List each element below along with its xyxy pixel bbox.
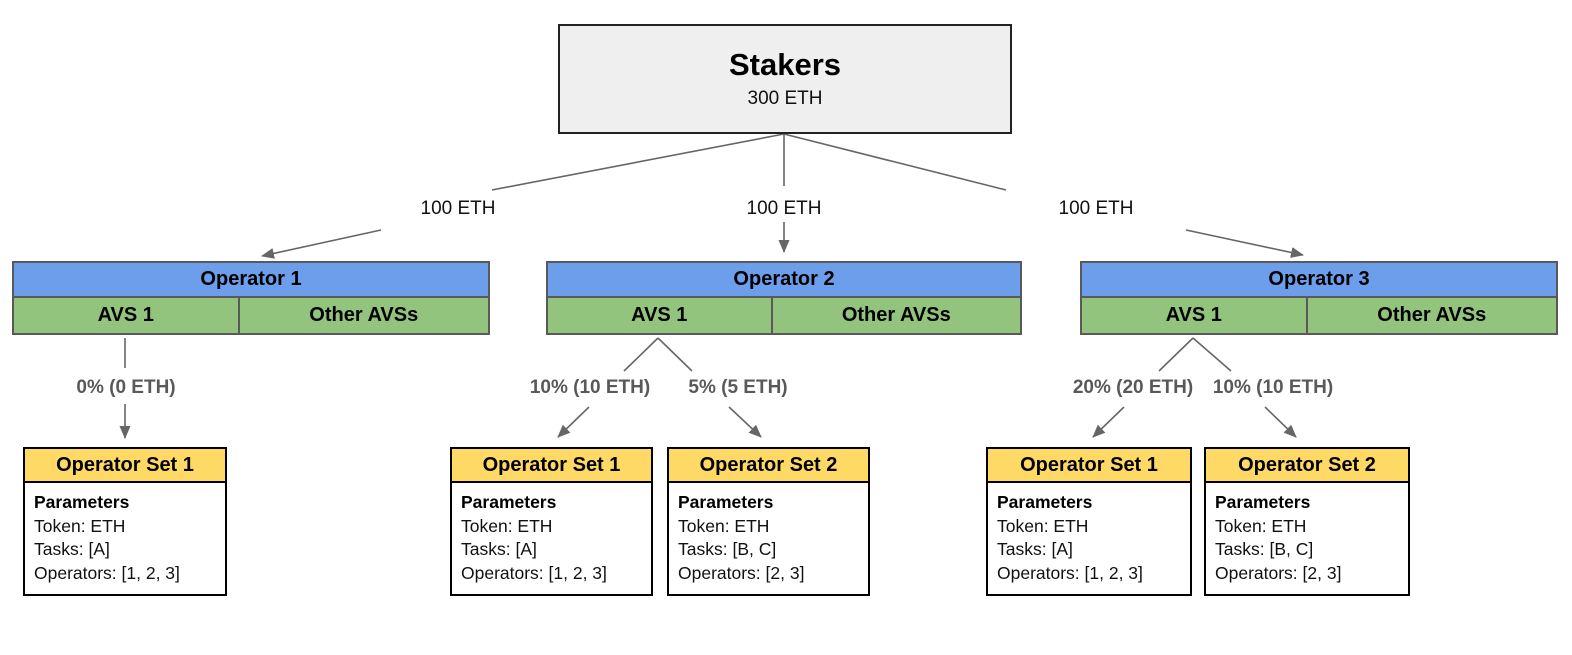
operator-3-table: Operator 3 AVS 1 Other AVSs <box>1080 261 1558 335</box>
param-token: Token: ETH <box>461 515 553 536</box>
operator-set-card-op2-set2: Operator Set 2 Parameters Token: ETH Tas… <box>667 447 870 596</box>
allocation-label-operator-2: 100 ETH <box>746 198 822 219</box>
param-tasks: Tasks: [A] <box>461 539 537 559</box>
param-token: Token: ETH <box>678 515 770 536</box>
param-token: Token: ETH <box>1215 515 1307 536</box>
operator-set-parameters: Parameters Token: ETH Tasks: [A] Operato… <box>23 481 227 596</box>
parameters-heading: Parameters <box>997 492 1093 512</box>
line-op3-fork-right <box>1192 337 1232 372</box>
operator-set-card-op3-set2: Operator Set 2 Parameters Token: ETH Tas… <box>1204 447 1410 596</box>
operator-set-title: Operator Set 1 <box>986 447 1192 483</box>
operator-1-other-avs-cell: Other AVSs <box>237 296 490 335</box>
operator-set-card-op3-set1: Operator Set 1 Parameters Token: ETH Tas… <box>986 447 1192 596</box>
line-op3-fork-left <box>1158 337 1194 372</box>
line-op2-fork-right <box>657 337 693 372</box>
operator-set-card-op1-set1: Operator Set 1 Parameters Token: ETH Tas… <box>23 447 227 596</box>
operator-3-avs-row: AVS 1 Other AVSs <box>1080 296 1558 335</box>
param-tasks: Tasks: [A] <box>34 539 110 559</box>
arrow-op2-set1 <box>557 406 590 438</box>
arrow-stakers-op3 <box>1185 229 1304 258</box>
slash-label-op2-set1: 10% (10 ETH) <box>529 377 651 398</box>
parameters-heading: Parameters <box>461 492 557 512</box>
line-stakers-op3-upper <box>783 133 1007 191</box>
operator-2-table: Operator 2 AVS 1 Other AVSs <box>546 261 1022 335</box>
stakers-amount: 300 ETH <box>747 87 823 109</box>
operator-3-avs1-cell: AVS 1 <box>1080 296 1308 335</box>
arrow-op3-set1 <box>1092 406 1125 438</box>
parameters-heading: Parameters <box>34 492 130 512</box>
stakers-box: Stakers 300 ETH <box>558 24 1012 134</box>
slash-label-op1-set1: 0% (0 ETH) <box>76 377 176 398</box>
arrow-op2-set2 <box>728 406 762 438</box>
operator-1-avs-row: AVS 1 Other AVSs <box>12 296 490 335</box>
param-operators: Operators: [1, 2, 3] <box>34 562 180 583</box>
param-token: Token: ETH <box>34 515 126 536</box>
operator-set-title: Operator Set 1 <box>23 447 227 483</box>
arrow-op3-set2 <box>1264 406 1297 438</box>
param-operators: Operators: [2, 3] <box>1215 562 1342 583</box>
operator-set-title: Operator Set 2 <box>1204 447 1410 483</box>
operator-2-avs1-cell: AVS 1 <box>546 296 773 335</box>
param-operators: Operators: [1, 2, 3] <box>461 562 607 583</box>
operator-2-other-avs-cell: Other AVSs <box>770 296 1022 335</box>
slash-label-op2-set2: 5% (5 ETH) <box>688 377 788 398</box>
param-tasks: Tasks: [B, C] <box>678 539 777 559</box>
arrow-stakers-op1 <box>261 229 382 259</box>
param-token: Token: ETH <box>997 515 1089 536</box>
operator-1-header: Operator 1 <box>12 261 490 298</box>
param-operators: Operators: [2, 3] <box>678 562 805 583</box>
operator-set-title: Operator Set 1 <box>450 447 653 483</box>
operator-set-parameters: Parameters Token: ETH Tasks: [B, C] Oper… <box>1204 481 1410 596</box>
slash-label-op3-set1: 20% (20 ETH) <box>1072 377 1194 398</box>
operator-set-title: Operator Set 2 <box>667 447 870 483</box>
operator-2-avs-row: AVS 1 Other AVSs <box>546 296 1022 335</box>
operator-1-table: Operator 1 AVS 1 Other AVSs <box>12 261 490 335</box>
operator-3-header: Operator 3 <box>1080 261 1558 298</box>
stakers-title: Stakers <box>728 47 842 83</box>
operator-set-parameters: Parameters Token: ETH Tasks: [A] Operato… <box>450 481 653 596</box>
line-op2-fork-left <box>623 337 659 372</box>
operator-set-parameters: Parameters Token: ETH Tasks: [B, C] Oper… <box>667 481 870 596</box>
operator-set-parameters: Parameters Token: ETH Tasks: [A] Operato… <box>986 481 1192 596</box>
allocation-label-operator-3: 100 ETH <box>1058 198 1134 219</box>
slash-label-op3-set2: 10% (10 ETH) <box>1212 377 1334 398</box>
operator-3-other-avs-cell: Other AVSs <box>1305 296 1558 335</box>
param-tasks: Tasks: [A] <box>997 539 1073 559</box>
param-tasks: Tasks: [B, C] <box>1215 539 1314 559</box>
operator-2-header: Operator 2 <box>546 261 1022 298</box>
operator-set-card-op2-set1: Operator Set 1 Parameters Token: ETH Tas… <box>450 447 653 596</box>
allocation-label-operator-1: 100 ETH <box>420 198 496 219</box>
param-operators: Operators: [1, 2, 3] <box>997 562 1143 583</box>
parameters-heading: Parameters <box>1215 492 1311 512</box>
parameters-heading: Parameters <box>678 492 774 512</box>
operator-1-avs1-cell: AVS 1 <box>12 296 240 335</box>
line-stakers-op1-upper <box>491 133 785 191</box>
